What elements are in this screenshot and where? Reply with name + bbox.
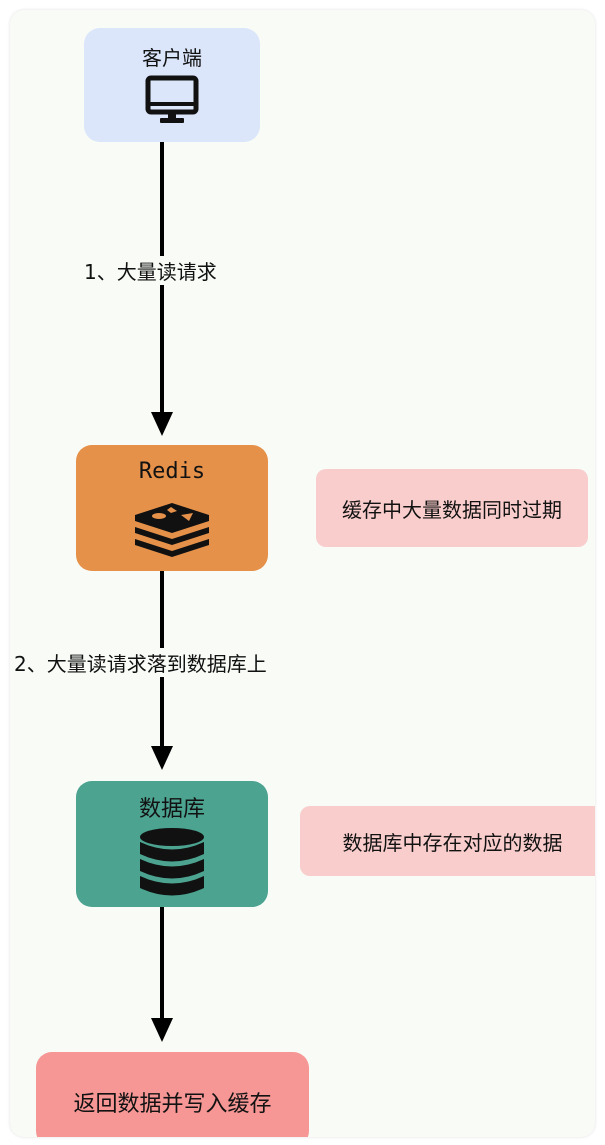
edge-label-2: 2、大量读请求落到数据库上 <box>12 648 269 677</box>
redis-note: 缓存中大量数据同时过期 <box>316 469 588 547</box>
monitor-icon <box>144 70 200 130</box>
redis-node: Redis <box>76 445 268 571</box>
redis-title: Redis <box>138 459 206 484</box>
client-node: 客户端 <box>84 28 260 142</box>
database-title: 数据库 <box>138 797 205 822</box>
diagram-canvas: 客户端 Redis 缓存中大量数据同时过期 数据库 <box>10 10 595 1137</box>
database-node: 数据库 <box>76 781 268 907</box>
database-icon <box>136 827 208 905</box>
edge-label-1: 1、大量读请求 <box>82 256 219 285</box>
return-node: 返回数据并写入缓存 <box>36 1052 309 1137</box>
client-title: 客户端 <box>142 46 202 70</box>
return-title: 返回数据并写入缓存 <box>73 1092 272 1117</box>
database-note: 数据库中存在对应的数据 <box>300 806 595 876</box>
redis-logo-icon <box>131 499 213 561</box>
